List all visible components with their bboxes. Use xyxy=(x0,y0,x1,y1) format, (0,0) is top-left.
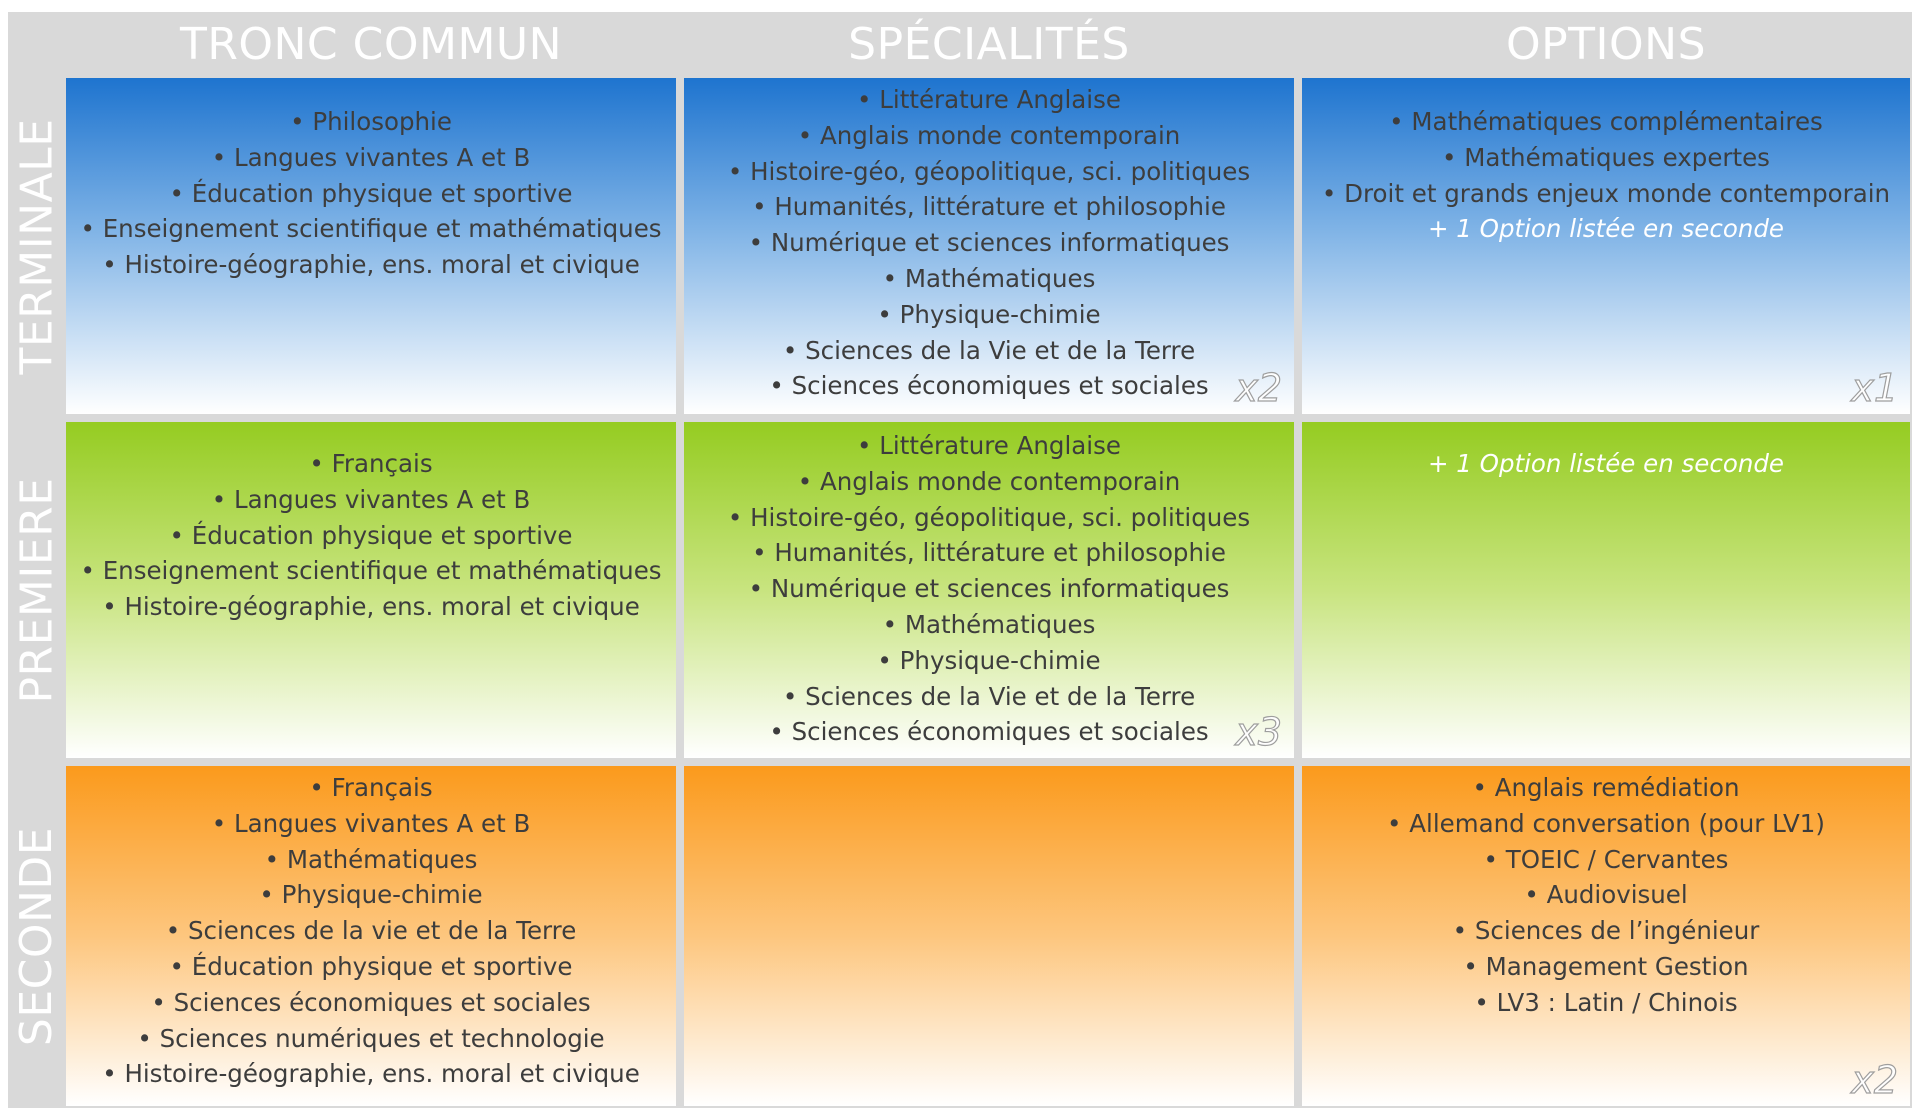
cell-terminale-tronc-commun: Philosophie Langues vivantes A et B Éduc… xyxy=(66,78,676,414)
row-label-seconde: SECONDE xyxy=(11,826,63,1046)
list-item: Mathématiques xyxy=(684,261,1294,297)
cell-premiere-options: + 1 Option listée en seconde xyxy=(1302,422,1910,758)
list-item: Philosophie xyxy=(66,104,676,140)
list-item: Mathématiques xyxy=(66,842,676,878)
multiplier-badge: x1 xyxy=(1851,365,1899,410)
list-item: Mathématiques xyxy=(684,607,1294,643)
list-item: Sciences de la Vie et de la Terre xyxy=(684,333,1294,369)
list-item: Physique-chimie xyxy=(684,297,1294,333)
subject-list: + 1 Option listée en seconde xyxy=(1302,446,1910,482)
option-note: + 1 Option listée en seconde xyxy=(1427,214,1784,244)
list-item: Enseignement scientifique et mathématiqu… xyxy=(66,211,676,247)
list-item: Histoire-géo, géopolitique, sci. politiq… xyxy=(684,154,1294,190)
list-item: Histoire-géographie, ens. moral et civiq… xyxy=(66,589,676,625)
subject-list: Français Langues vivantes A et B Mathéma… xyxy=(66,770,676,1092)
list-item: Numérique et sciences informatiques xyxy=(684,225,1294,261)
list-item: Éducation physique et sportive xyxy=(66,518,676,554)
row-header-seconde: SECONDE xyxy=(8,766,66,1106)
list-item: Anglais monde contemporain xyxy=(684,118,1294,154)
cell-premiere-specialites: Littérature Anglaise Anglais monde conte… xyxy=(684,422,1294,758)
multiplier-badge: x2 xyxy=(1235,365,1283,410)
list-item: Anglais remédiation xyxy=(1302,770,1910,806)
list-item: LV3 : Latin / Chinois xyxy=(1302,985,1910,1021)
list-item: Histoire-géographie, ens. moral et civiq… xyxy=(66,247,676,283)
subject-list: Français Langues vivantes A et B Éducati… xyxy=(66,446,676,625)
list-item: Français xyxy=(66,446,676,482)
list-item: Langues vivantes A et B xyxy=(66,806,676,842)
list-item: Physique-chimie xyxy=(684,643,1294,679)
subject-list: Littérature Anglaise Anglais monde conte… xyxy=(684,428,1294,750)
list-item: Management Gestion xyxy=(1302,949,1910,985)
subject-list: Philosophie Langues vivantes A et B Éduc… xyxy=(66,104,676,283)
list-item: Enseignement scientifique et mathématiqu… xyxy=(66,553,676,589)
multiplier-badge: x2 xyxy=(1851,1057,1899,1102)
cell-terminale-options: Mathématiques complémentaires Mathématiq… xyxy=(1302,78,1910,414)
list-item: Allemand conversation (pour LV1) xyxy=(1302,806,1910,842)
list-item: Français xyxy=(66,770,676,806)
list-item: Sciences de la vie et de la Terre xyxy=(66,913,676,949)
list-item: Sciences économiques et sociales xyxy=(684,714,1294,750)
list-item: Droit et grands enjeux monde contemporai… xyxy=(1302,176,1910,212)
list-item: Littérature Anglaise xyxy=(684,82,1294,118)
list-item: Éducation physique et sportive xyxy=(66,949,676,985)
list-item: Mathématiques expertes xyxy=(1302,140,1910,176)
list-item: Langues vivantes A et B xyxy=(66,140,676,176)
cell-seconde-options: Anglais remédiation Allemand conversatio… xyxy=(1302,766,1910,1106)
row-label-terminale: TERMINALE xyxy=(11,117,63,375)
list-item: Littérature Anglaise xyxy=(684,428,1294,464)
list-item: Sciences économiques et sociales xyxy=(684,368,1294,404)
list-item: Mathématiques complémentaires xyxy=(1302,104,1910,140)
list-item: Humanités, littérature et philosophie xyxy=(684,535,1294,571)
column-header-options: OPTIONS xyxy=(1506,18,1706,70)
cell-seconde-specialites xyxy=(684,766,1294,1106)
list-item: Humanités, littérature et philosophie xyxy=(684,189,1294,225)
list-item: Numérique et sciences informatiques xyxy=(684,571,1294,607)
column-header-tronc-commun: TRONC COMMUN xyxy=(179,18,563,70)
subject-list: Anglais remédiation Allemand conversatio… xyxy=(1302,770,1910,1021)
list-item: TOEIC / Cervantes xyxy=(1302,842,1910,878)
list-item: Sciences numériques et technologie xyxy=(66,1021,676,1057)
cell-seconde-tronc-commun: Français Langues vivantes A et B Mathéma… xyxy=(66,766,676,1106)
list-item: Anglais monde contemporain xyxy=(684,464,1294,500)
cell-terminale-specialites: Littérature Anglaise Anglais monde conte… xyxy=(684,78,1294,414)
column-header-specialites: SPÉCIALITÉS xyxy=(848,18,1130,70)
list-item: Langues vivantes A et B xyxy=(66,482,676,518)
list-item: Physique-chimie xyxy=(66,877,676,913)
row-header-premiere: PREMIERE xyxy=(8,422,66,758)
row-header-terminale: TERMINALE xyxy=(8,78,66,414)
list-item: Histoire-géo, géopolitique, sci. politiq… xyxy=(684,500,1294,536)
list-item: Audiovisuel xyxy=(1302,877,1910,913)
subject-list: Littérature Anglaise Anglais monde conte… xyxy=(684,82,1294,404)
option-note: + 1 Option listée en seconde xyxy=(1427,449,1784,478)
multiplier-badge: x3 xyxy=(1235,709,1283,754)
row-label-premiere: PREMIERE xyxy=(11,476,63,704)
list-item: Éducation physique et sportive xyxy=(66,176,676,212)
list-item: Sciences de l’ingénieur xyxy=(1302,913,1910,949)
list-item: Histoire-géographie, ens. moral et civiq… xyxy=(66,1056,676,1092)
list-item: Sciences économiques et sociales xyxy=(66,985,676,1021)
list-item: Sciences de la Vie et de la Terre xyxy=(684,679,1294,715)
cell-premiere-tronc-commun: Français Langues vivantes A et B Éducati… xyxy=(66,422,676,758)
subject-list: Mathématiques complémentaires Mathématiq… xyxy=(1302,104,1910,247)
